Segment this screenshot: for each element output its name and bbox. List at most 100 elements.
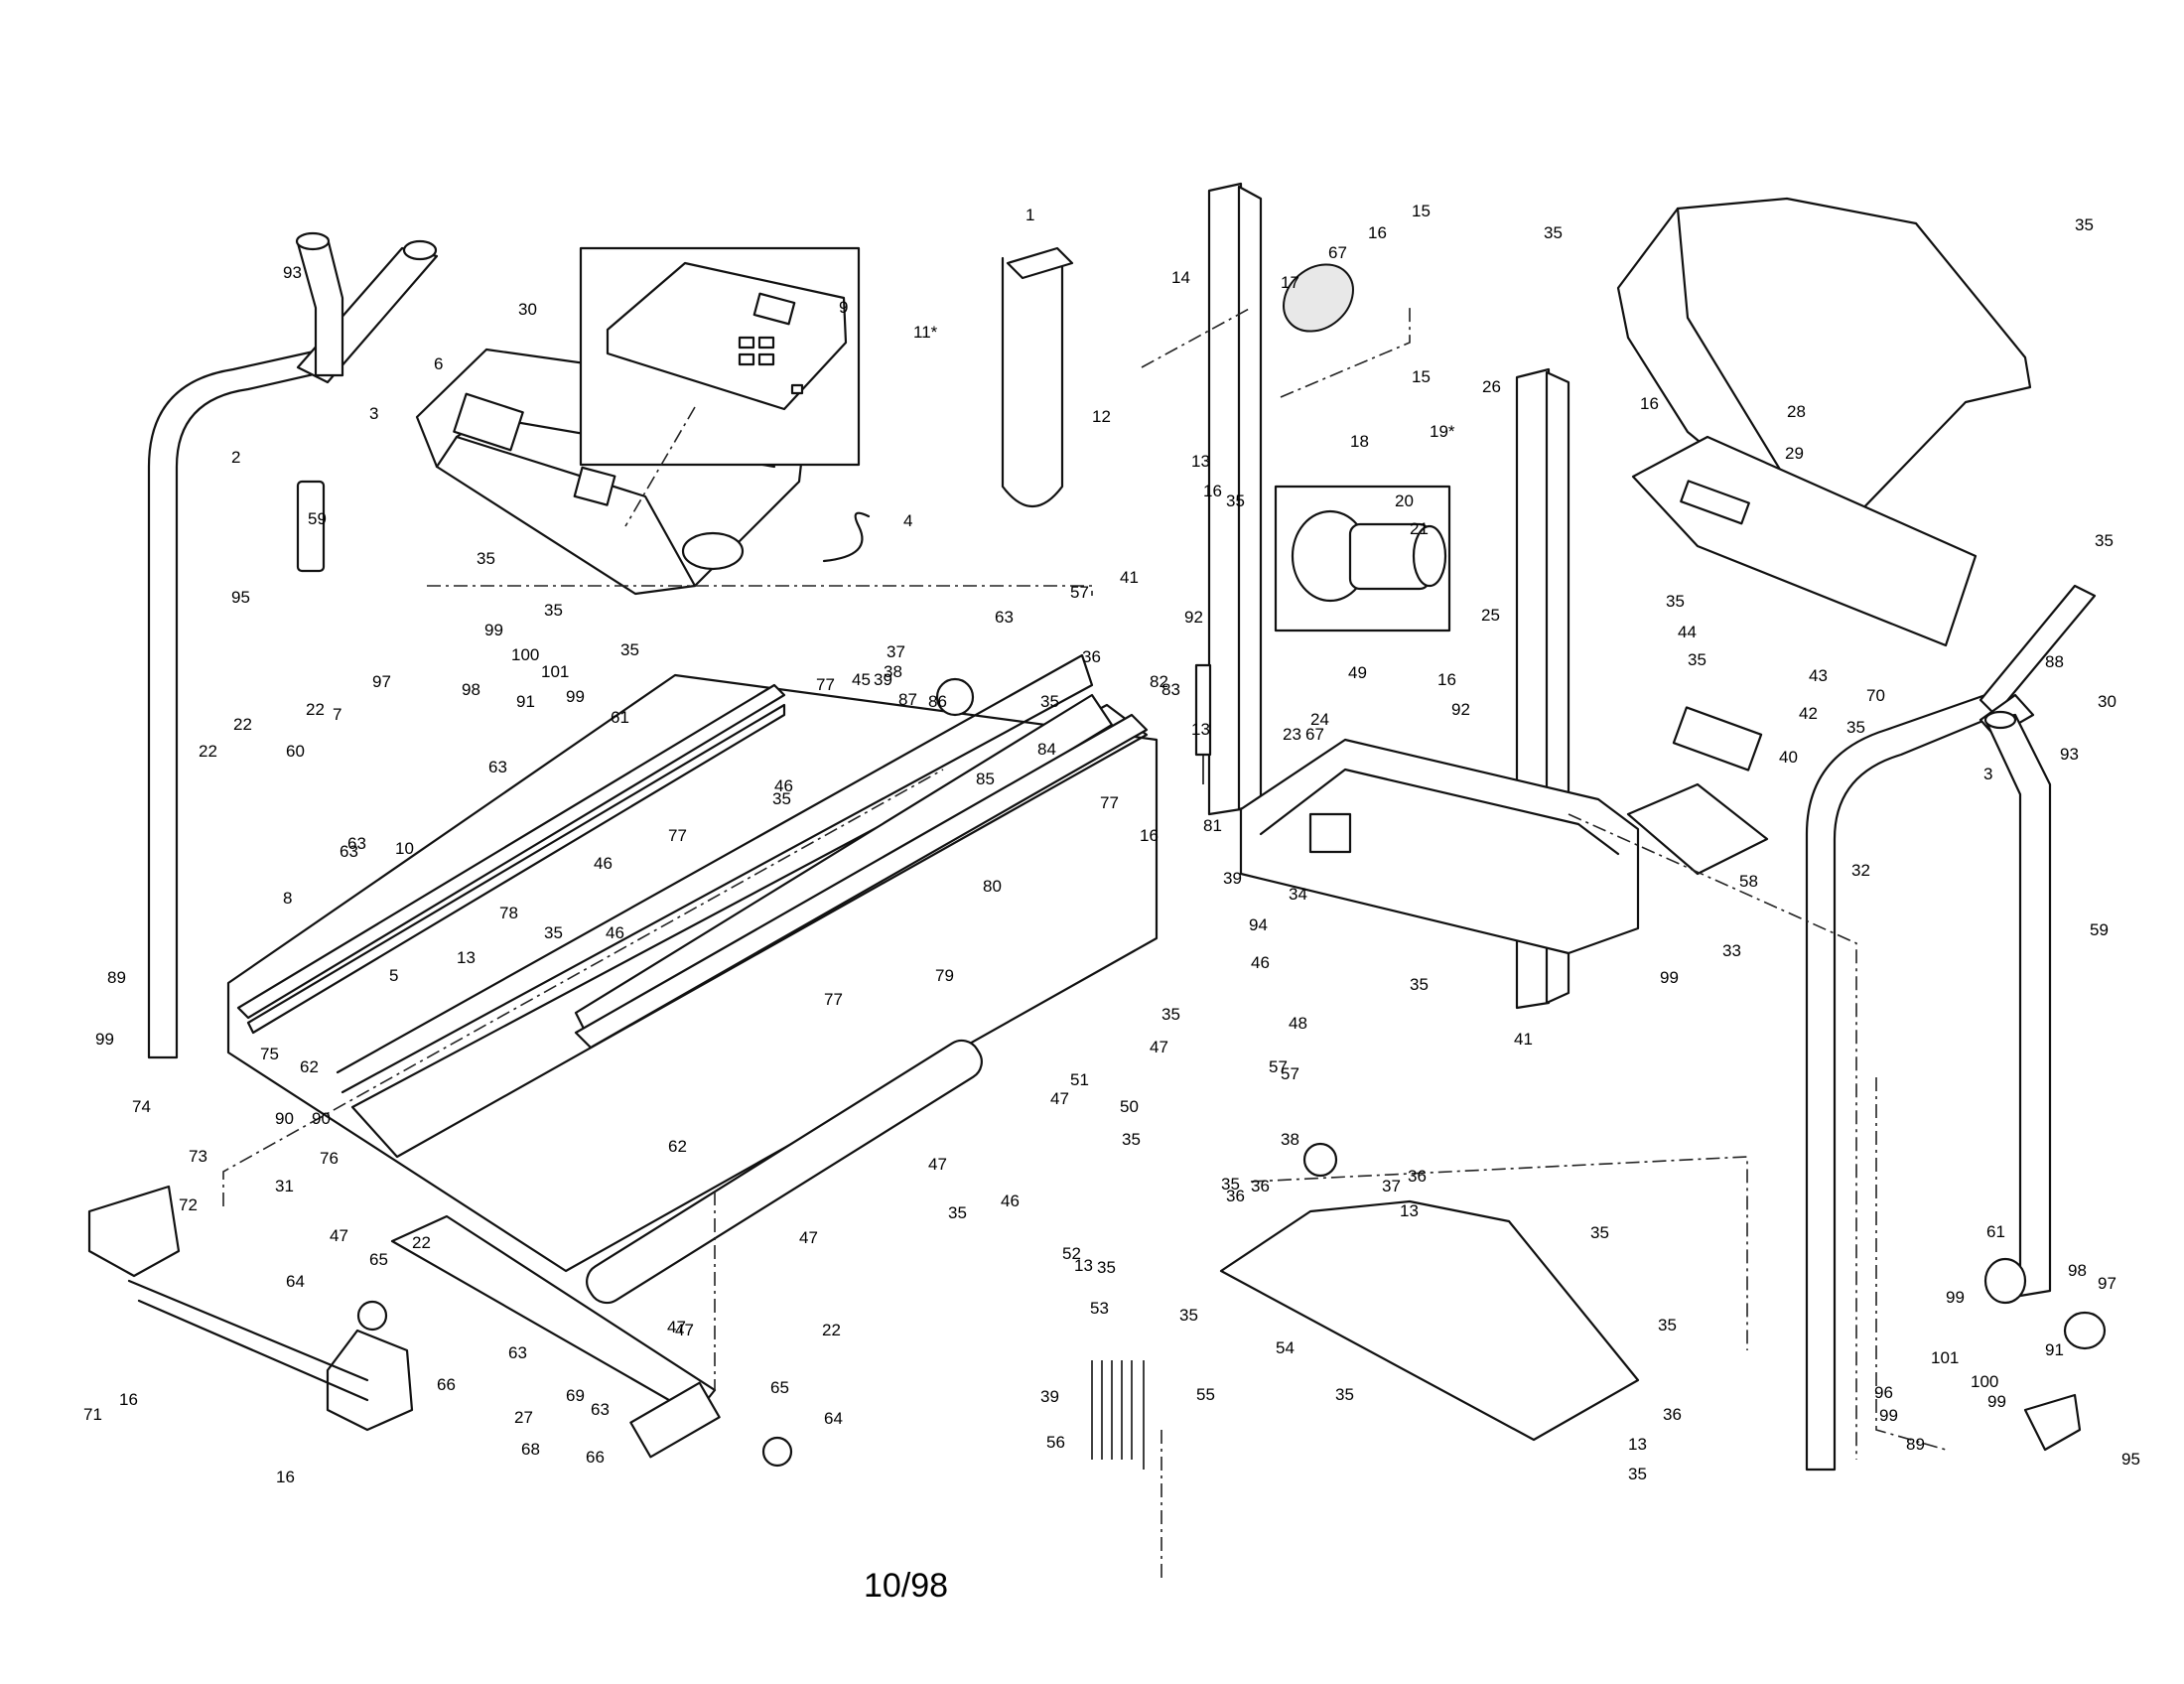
part-label-64: 64: [286, 1272, 305, 1291]
part-label-62: 62: [668, 1137, 687, 1156]
part-label-35: 35: [1846, 718, 1865, 737]
part-label-16: 16: [1140, 826, 1159, 845]
part-label-90: 90: [312, 1109, 331, 1128]
part-label-47: 47: [928, 1155, 947, 1174]
upright-base-frame: [1239, 738, 1640, 955]
part-label-63: 63: [488, 758, 507, 776]
part-label-63: 63: [995, 608, 1014, 627]
part-label-93: 93: [2060, 745, 2079, 764]
part-label-66: 66: [586, 1448, 605, 1467]
controller-plate: [1626, 782, 1769, 876]
part-label-89: 89: [107, 968, 126, 987]
part-label-35: 35: [1658, 1316, 1677, 1334]
part-label-35: 35: [620, 640, 639, 659]
motor-pulley: [935, 677, 975, 717]
part-label-35: 35: [772, 789, 791, 808]
base-plate: [1219, 1199, 1640, 1442]
part-label-15: 15: [1412, 367, 1431, 386]
part-label-57: 57: [1070, 583, 1089, 602]
part-label-43: 43: [1809, 666, 1828, 685]
part-label-98: 98: [2068, 1261, 2087, 1280]
part-label-40: 40: [1779, 748, 1798, 767]
right-upright-tube: [1983, 710, 2052, 1298]
part-label-46: 46: [774, 776, 793, 795]
part-label-99: 99: [1946, 1288, 1965, 1307]
part-label-38: 38: [1281, 1130, 1299, 1149]
part-label-32: 32: [1851, 861, 1870, 880]
part-label-14: 14: [1171, 268, 1190, 287]
part-label-13: 13: [1400, 1201, 1419, 1220]
rear-end-cap: [87, 1185, 414, 1432]
part-label-100: 100: [511, 645, 539, 664]
part-label-61: 61: [611, 708, 629, 727]
part-label-57: 57: [1281, 1064, 1299, 1083]
part-label-73: 73: [189, 1147, 207, 1166]
part-label-90: 90: [275, 1109, 294, 1128]
part-label-47: 47: [330, 1226, 348, 1245]
part-label-76: 76: [320, 1149, 339, 1168]
part-label-42: 42: [1799, 704, 1818, 723]
part-label-47: 47: [799, 1228, 818, 1247]
part-label-87: 87: [898, 690, 917, 709]
wheel-right: [761, 1436, 793, 1468]
part-label-13: 13: [457, 948, 476, 967]
part-label-63: 63: [347, 834, 366, 853]
part-label-35: 35: [1040, 692, 1059, 711]
part-label-41: 41: [1514, 1030, 1533, 1049]
part-label-71: 71: [83, 1405, 102, 1424]
part-label-16: 16: [1640, 394, 1659, 413]
part-label-68: 68: [521, 1440, 540, 1459]
part-label-30: 30: [2098, 692, 2116, 711]
part-label-16: 16: [1203, 482, 1222, 500]
part-label-100: 100: [1971, 1372, 1998, 1391]
part-label-92: 92: [1184, 608, 1203, 627]
part-label-46: 46: [1001, 1192, 1020, 1210]
part-label-74: 74: [132, 1097, 151, 1116]
part-label-41: 41: [1120, 568, 1139, 587]
part-label-35: 35: [1544, 223, 1563, 242]
part-label-36: 36: [1082, 647, 1101, 666]
part-label-21: 21: [1410, 519, 1429, 538]
part-label-72: 72: [179, 1195, 198, 1214]
part-label-6: 6: [434, 354, 443, 373]
roller-pulley: [1302, 1142, 1338, 1178]
part-label-27: 27: [514, 1408, 533, 1427]
part-label-16: 16: [276, 1468, 295, 1486]
part-label-25: 25: [1481, 606, 1500, 625]
part-label-65: 65: [369, 1250, 388, 1269]
part-label-59: 59: [308, 509, 327, 528]
part-label-59: 59: [2090, 920, 2109, 939]
rear-roller: [586, 1039, 983, 1305]
part-label-97: 97: [372, 672, 391, 691]
part-label-29: 29: [1785, 444, 1804, 463]
part-label-47: 47: [1050, 1089, 1069, 1108]
part-label-99: 99: [1987, 1392, 2006, 1411]
part-label-35: 35: [477, 549, 495, 568]
part-label-36: 36: [1226, 1187, 1245, 1205]
document-date-code: 10/98: [864, 1567, 949, 1605]
part-label-8: 8: [283, 889, 292, 908]
motor-mounting-plate: [1631, 435, 1978, 647]
part-label-35: 35: [1666, 592, 1685, 611]
part-label-10: 10: [395, 839, 414, 858]
part-label-37: 37: [887, 642, 905, 661]
part-label-82: 82: [1150, 672, 1168, 691]
part-label-64: 64: [824, 1409, 843, 1428]
part-label-23: 23: [1283, 725, 1301, 744]
part-label-54: 54: [1276, 1338, 1295, 1357]
part-label-13: 13: [1191, 452, 1210, 471]
part-label-53: 53: [1090, 1299, 1109, 1318]
part-label-35: 35: [948, 1203, 967, 1222]
part-label-35: 35: [1179, 1306, 1198, 1325]
part-label-3: 3: [369, 404, 378, 423]
part-label-93: 93: [283, 263, 302, 282]
part-label-16: 16: [1437, 670, 1456, 689]
part-label-69: 69: [566, 1386, 585, 1405]
part-label-36: 36: [1251, 1177, 1270, 1195]
console-wire: [822, 511, 871, 563]
part-label-5: 5: [389, 966, 398, 985]
part-label-15: 15: [1412, 202, 1431, 220]
part-label-18: 18: [1350, 432, 1369, 451]
part-label-63: 63: [591, 1400, 610, 1419]
